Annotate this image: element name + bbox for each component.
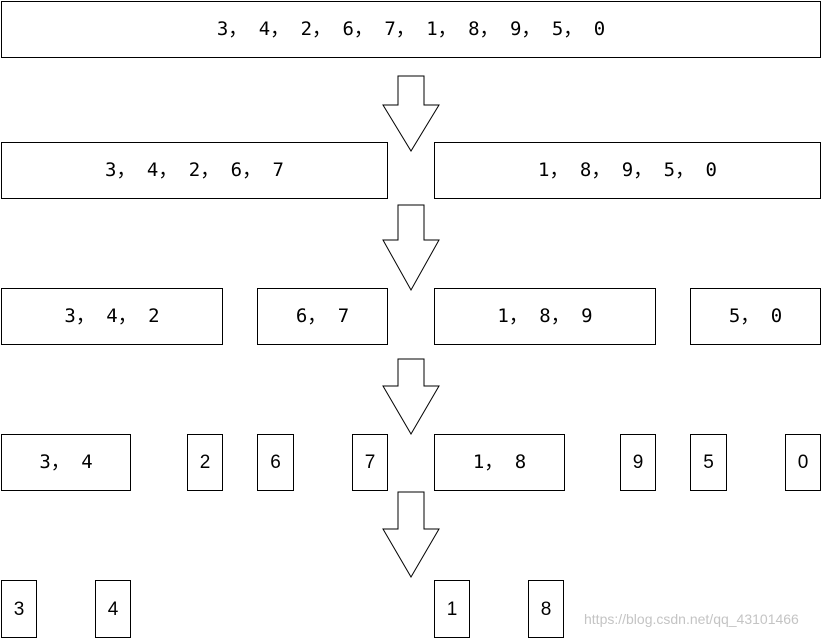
down-arrow-icon [381,75,441,153]
array-box-quarter-4: 5， 0 [690,288,821,345]
down-arrow-icon [381,491,441,578]
array-box-single-5: 5 [690,434,727,491]
array-box-single-1: 1 [434,580,470,638]
array-box-single-8: 8 [528,580,564,638]
array-box-single-3: 3 [1,580,37,638]
array-box-single-0: 0 [785,434,821,491]
array-box-quarter-2: 6， 7 [257,288,388,345]
watermark-url: https://blog.csdn.net/qq_43101466 [584,611,799,627]
array-box-single-9: 9 [620,434,656,491]
array-box-pair-3-4: 3， 4 [1,434,131,491]
array-box-pair-1-8: 1， 8 [434,434,565,491]
array-box-quarter-3: 1， 8， 9 [434,288,656,345]
array-box-quarter-1: 3， 4， 2 [1,288,223,345]
array-box-full: 3， 4， 2， 6， 7， 1， 8， 9， 5， 0 [1,1,821,58]
array-box-single-2: 2 [187,434,223,491]
down-arrow-icon [381,358,441,436]
array-box-right-half: 1， 8， 9， 5， 0 [434,142,821,199]
array-box-single-7: 7 [352,434,388,491]
down-arrow-icon [381,204,441,292]
array-box-single-4: 4 [95,580,131,638]
array-box-single-6: 6 [257,434,294,491]
array-box-left-half: 3， 4， 2， 6， 7 [1,142,388,199]
